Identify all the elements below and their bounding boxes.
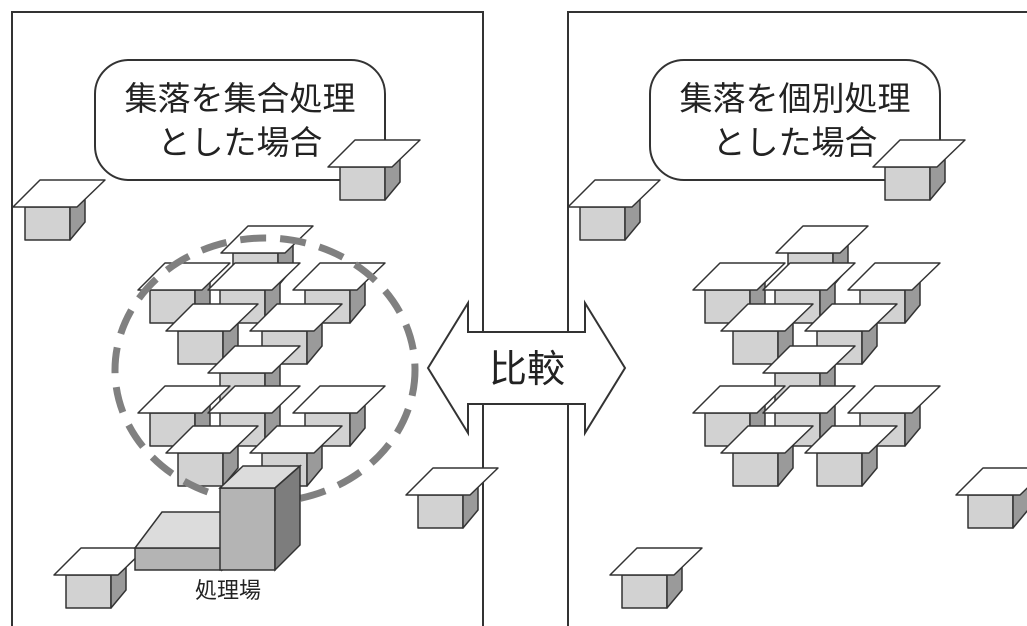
house-icon <box>692 262 786 324</box>
right-houses <box>567 139 1027 609</box>
house-icon <box>327 139 421 201</box>
facility-label: 処理場 <box>195 579 261 604</box>
right-panel: 集落を個別処理 とした場合 <box>567 11 1027 626</box>
house-icon <box>609 547 703 609</box>
house-icon <box>872 139 966 201</box>
house-icon <box>405 467 499 529</box>
left-title-line2: とした場合 <box>158 123 323 162</box>
right-panel-border <box>567 11 1027 626</box>
house-icon <box>804 425 898 487</box>
right-title-box <box>649 59 941 181</box>
house-icon <box>567 179 661 241</box>
house-icon <box>720 303 814 365</box>
house-icon <box>12 179 106 241</box>
house-icon <box>165 425 259 487</box>
house-icon <box>720 425 814 487</box>
right-title-line1: 集落を個別処理 <box>680 79 911 118</box>
left-panel-border <box>11 11 484 626</box>
left-houses <box>12 139 499 609</box>
right-title-line2: とした場合 <box>713 123 878 162</box>
compare-label: 比較 <box>489 347 565 391</box>
left-title-box <box>94 59 386 181</box>
house-icon <box>955 467 1027 529</box>
double-arrow-icon <box>426 299 627 437</box>
left-title-line1: 集落を集合処理 <box>125 79 356 118</box>
left-panel: 集落を集合処理 とした場合 処理場 <box>11 11 499 626</box>
treatment-plant-icon <box>133 464 302 572</box>
house-icon <box>165 303 259 365</box>
house-icon <box>53 547 147 609</box>
